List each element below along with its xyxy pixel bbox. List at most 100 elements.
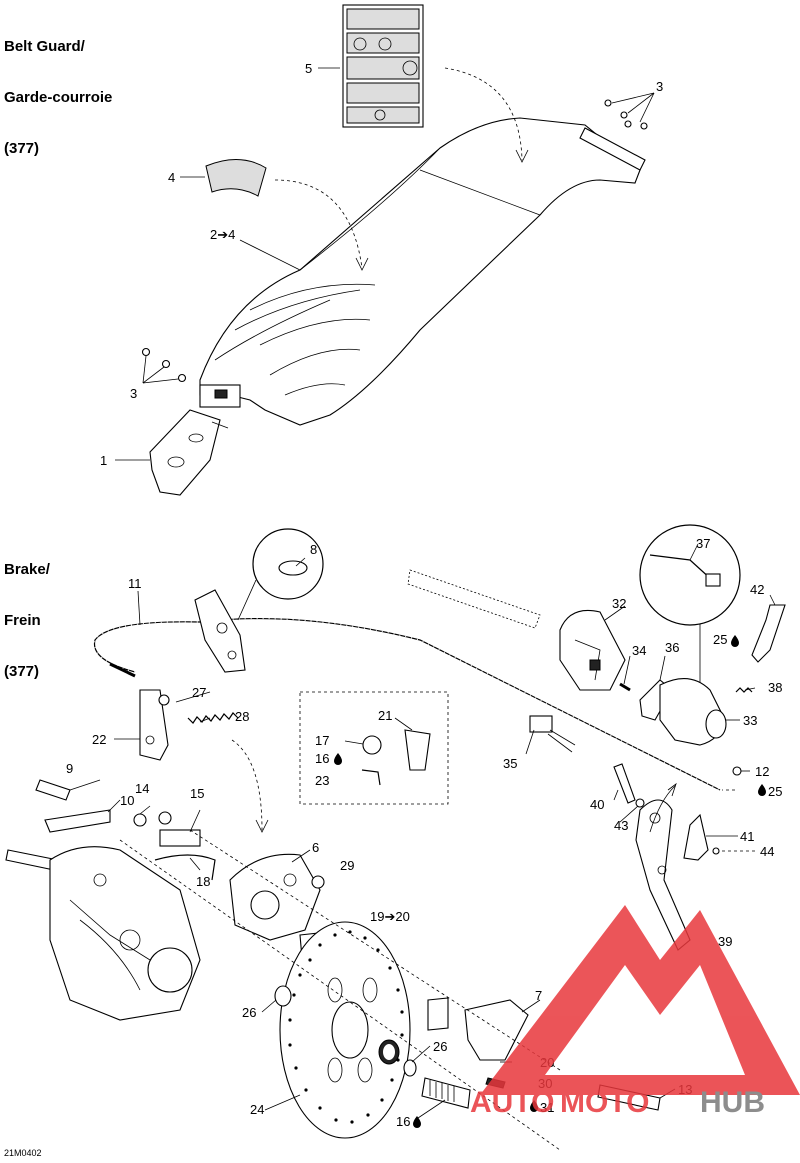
callout-22: 22: [92, 732, 106, 747]
nut-12: [732, 766, 742, 776]
brake-cable: [93, 617, 721, 791]
callout-25-oil-bottom: 25: [758, 784, 782, 799]
callout-33: 33: [743, 713, 757, 728]
callout-6: 6: [312, 840, 319, 855]
spring-clip-18: [154, 854, 216, 881]
watermark-text-hub: HUB: [700, 1086, 765, 1119]
callout-31: 31: [540, 1100, 554, 1115]
callout-29: 29: [340, 858, 354, 873]
belt-guard-small-decal: [205, 158, 267, 197]
callout-38: 38: [768, 680, 782, 695]
wire-connector: [529, 715, 576, 753]
oil-drop-icon: [731, 635, 739, 647]
callout-16-bottom: 16: [396, 1114, 410, 1129]
callout-11: 11: [128, 576, 142, 591]
callout-35: 35: [503, 756, 517, 771]
watermark-logo-triangle: [480, 905, 800, 1095]
washer-26-left: [274, 985, 292, 1007]
bolt-40: [613, 763, 636, 804]
callout-26-left: 26: [242, 1005, 256, 1020]
clamp-10: [44, 809, 111, 833]
detail-circle-clip: [252, 528, 324, 600]
chaincase-housing: [49, 846, 201, 1021]
oil-drop-icon: [413, 1116, 421, 1128]
callout-16-oil-bottom: 16: [396, 1114, 421, 1129]
watermark-text-auto: AUTO: [470, 1086, 554, 1119]
callout-25-top: 25: [713, 632, 727, 647]
belt-guard-title-line1: Belt Guard/: [4, 38, 85, 55]
callout-12: 12: [755, 764, 769, 779]
parts-detail-box: [299, 691, 449, 805]
belt-guard-nuts-bottom: [141, 347, 187, 383]
spring-38: [735, 687, 753, 693]
callout-18: 18: [196, 874, 210, 889]
brake-pad-right: [427, 997, 449, 1031]
section-title-belt-guard: Belt Guard/ Garde-courroie (377): [4, 4, 112, 174]
callout-16-oil-box: 16: [315, 751, 342, 766]
callout-21: 21: [378, 708, 392, 723]
plate-15: [159, 829, 201, 847]
callout-31-oil: 31: [530, 1100, 554, 1115]
callout-4: 4: [168, 170, 175, 185]
drive-shaft: [421, 1077, 471, 1109]
washer-43: [635, 798, 645, 808]
detail-circle-switch: [639, 524, 741, 626]
reservoir-cap: [362, 735, 382, 755]
nut-29: [311, 875, 325, 889]
brake-title-line1: Brake/: [4, 561, 50, 578]
callout-27: 27: [192, 685, 206, 700]
brake-disc: [279, 921, 411, 1139]
callout-1: 1: [100, 453, 107, 468]
screw-34: [619, 682, 631, 692]
callout-32: 32: [612, 596, 626, 611]
brake-cable-bracket: [139, 689, 170, 761]
oil-drop-icon: [334, 753, 342, 765]
callout-7: 7: [535, 988, 542, 1003]
callout-14: 14: [135, 781, 149, 796]
belt-guard-title-line3: (377): [4, 140, 40, 157]
callout-16-box: 16: [315, 751, 329, 766]
callout-34: 34: [632, 643, 646, 658]
master-cylinder-body: [659, 678, 740, 746]
callout-25-oil-top: 25: [713, 632, 739, 647]
callout-24: 24: [250, 1102, 264, 1117]
bracket-41: [683, 813, 709, 861]
callout-37: 37: [696, 536, 710, 551]
brake-lever-housing: [559, 609, 626, 691]
callout-44: 44: [760, 844, 774, 859]
callout-17: 17: [315, 733, 329, 748]
callout-28: 28: [235, 709, 249, 724]
belt-guard-bracket: [149, 409, 229, 496]
callout-15: 15: [190, 786, 204, 801]
callout-23: 23: [315, 773, 329, 788]
callout-43: 43: [614, 818, 628, 833]
callout-40: 40: [590, 797, 604, 812]
callout-19-to-20: 19➔20: [370, 909, 410, 924]
callout-3-top: 3: [656, 79, 663, 94]
section-title-brake: Brake/ Frein (377): [4, 527, 50, 697]
callout-2-to-4: 2➔4: [210, 227, 235, 242]
drawing-code: 21M0402: [4, 1148, 42, 1158]
caliper-bracket: [464, 999, 529, 1061]
belt-guard-title-line2: Garde-courroie: [4, 89, 113, 106]
callout-41: 41: [740, 829, 754, 844]
spring-28: [187, 712, 239, 724]
callout-10: 10: [120, 793, 134, 808]
oil-drop-icon: [530, 1100, 538, 1112]
callout-42: 42: [750, 582, 764, 597]
brake-caliper: [229, 853, 321, 941]
callout-36: 36: [665, 640, 679, 655]
washer-26-right: [403, 1059, 417, 1077]
brake-lever-arm: [635, 799, 691, 951]
watermark-text-moto: MOTO: [560, 1086, 649, 1119]
callout-26-right: 26: [433, 1039, 447, 1054]
automotohub-watermark: AUTO MOTO HUB: [470, 905, 800, 1119]
pin-42: [751, 604, 786, 663]
brake-title-line2: Frein: [4, 612, 41, 629]
callout-8: 8: [310, 542, 317, 557]
callout-25-bottom: 25: [768, 784, 782, 799]
nut-14: [133, 813, 147, 827]
callout-3-bottom: 3: [130, 386, 137, 401]
belt-guard-cover: [199, 117, 646, 426]
